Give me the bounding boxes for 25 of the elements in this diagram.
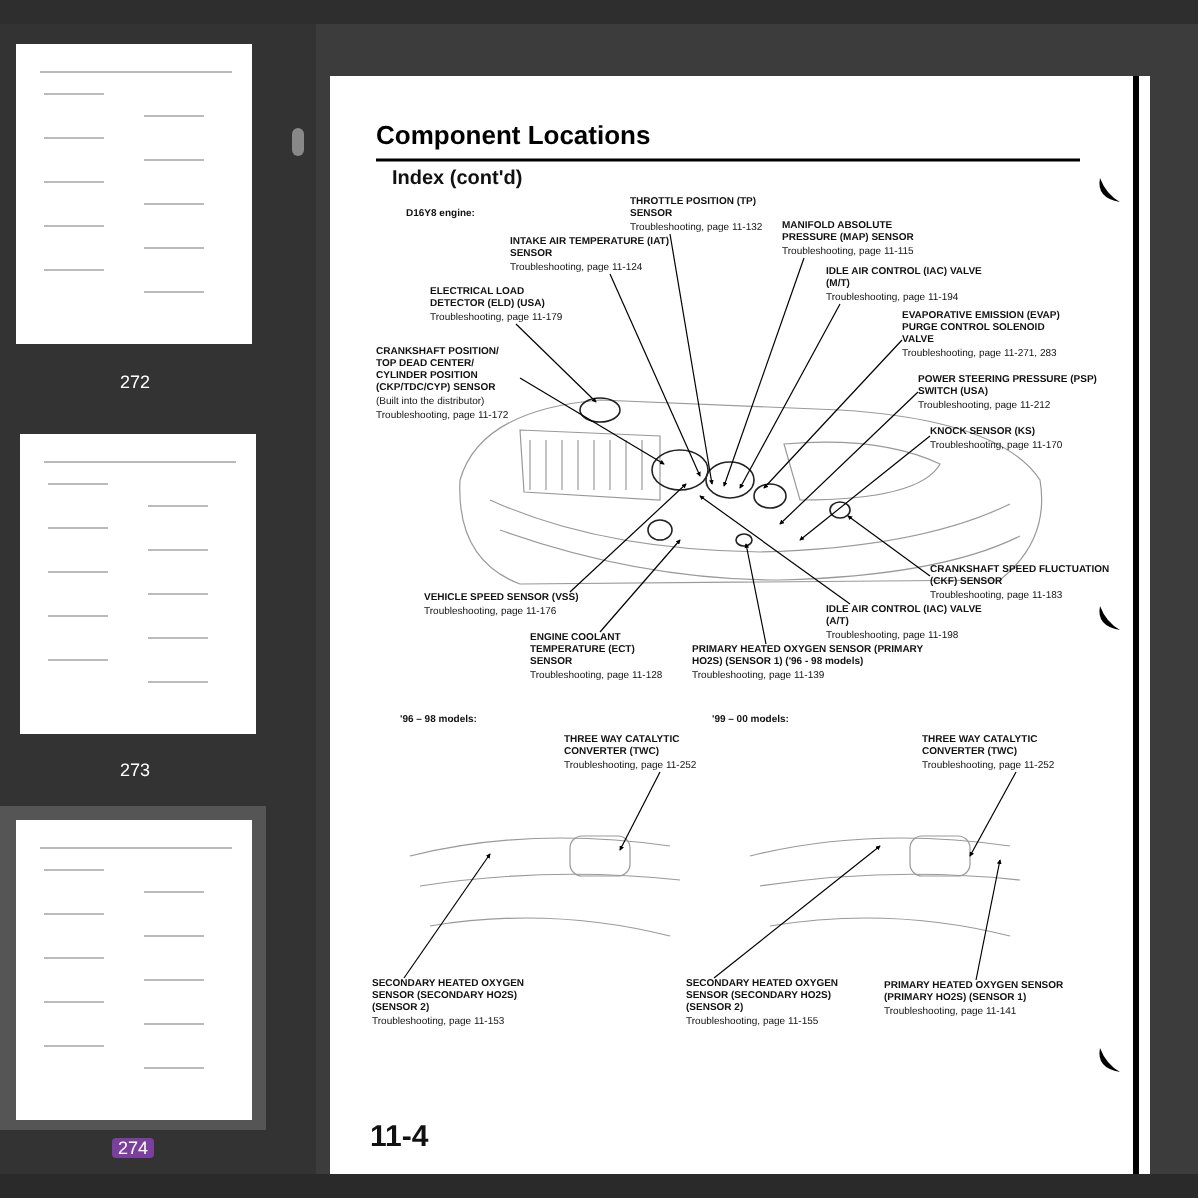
page-number: 274 [112,1138,155,1158]
page-title: Component Locations [376,120,651,150]
leader-line [403,853,491,979]
leader-line [975,859,1002,981]
leader-line [969,771,1017,857]
leader-line [723,257,805,487]
leader-line [519,377,665,465]
leader-line [619,771,661,851]
leader-line [713,845,881,979]
leader-line [847,515,931,577]
page-number: 11-4 [370,1120,429,1154]
leader-line [609,273,701,477]
leader-line [779,391,919,525]
leader-line [669,233,714,485]
leader-line [699,495,851,605]
leader-line [739,303,841,489]
leader-line [569,483,687,593]
leader-line [515,323,597,403]
leader-line [744,543,767,645]
leader-line [763,339,903,489]
leader-line [799,435,931,541]
page-number: 273 [120,760,151,780]
section-heading: Index (cont'd) [392,168,523,190]
leader-line [599,539,681,633]
page-number: 272 [120,372,151,392]
